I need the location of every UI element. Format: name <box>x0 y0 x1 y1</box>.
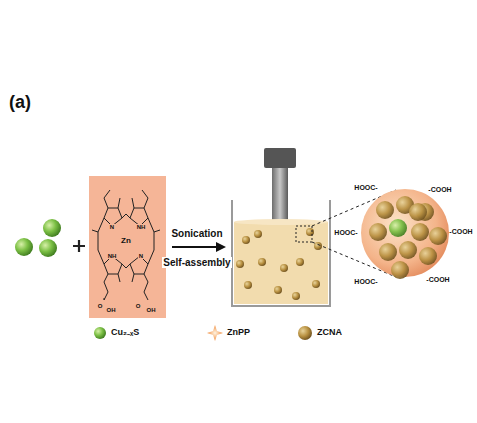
legend-text: ZCNA <box>316 328 343 338</box>
inner-particle <box>399 241 417 259</box>
zoom-box <box>296 226 312 242</box>
plus-sign <box>73 240 85 252</box>
cu2xs-sphere <box>39 239 57 257</box>
zcna-particle <box>292 292 300 300</box>
panel-label: (a) <box>8 93 32 113</box>
legend-sphere <box>298 326 312 340</box>
inner-particle <box>376 201 394 219</box>
carboxyl-label: HOOC- <box>353 184 378 192</box>
zcna-particle <box>280 264 288 272</box>
zcna-particle <box>314 242 322 250</box>
zcna-particle <box>296 258 304 266</box>
inner-particle <box>391 261 409 279</box>
legend-star <box>207 325 223 341</box>
carboxyl-label: HOOC- <box>353 278 378 286</box>
atom-label: O <box>97 303 104 310</box>
sonicator-head <box>264 148 296 168</box>
zcna-particle <box>312 280 320 288</box>
inner-particle <box>379 243 397 261</box>
beaker <box>232 200 330 306</box>
reaction-arrow <box>216 242 226 252</box>
inner-particle <box>411 223 429 241</box>
inner-cu2xs <box>369 196 447 279</box>
inner-particle <box>409 203 427 221</box>
inner-particle <box>369 223 387 241</box>
carboxyl-label: -COOH <box>448 228 473 236</box>
zcna-particle <box>258 258 266 266</box>
zcna-particle <box>306 228 314 236</box>
legend-text: Cu₂₋ₓS <box>110 328 140 338</box>
zcna-particles <box>236 228 322 300</box>
inner-particle <box>389 219 407 237</box>
atom-label: N <box>138 253 144 260</box>
condition-label: Sonication <box>170 228 223 239</box>
carboxyl-label: -COOH <box>425 276 450 284</box>
znpp-background <box>89 176 166 318</box>
condition-label: Self-assembly <box>162 257 231 268</box>
zcna-particle <box>242 236 250 244</box>
znpp-structure <box>92 190 160 300</box>
atom-label: O <box>135 303 142 310</box>
legend-sphere <box>94 327 106 339</box>
cu2xs-sphere <box>15 238 33 256</box>
inner-particle <box>429 227 447 245</box>
atom-label: NH <box>136 224 147 231</box>
zcna-particle <box>274 286 282 294</box>
zcna-particle <box>236 260 244 268</box>
cu2xs-sphere <box>43 219 61 237</box>
atom-label: OH <box>146 307 157 314</box>
zcna-particle <box>244 281 252 289</box>
carboxyl-label: HOOC- <box>333 229 358 237</box>
legend-text: ZnPP <box>226 328 251 338</box>
liquid <box>234 222 328 304</box>
inner-particle <box>419 247 437 265</box>
zcna-particle <box>254 230 262 238</box>
atom-label: Zn <box>120 237 132 246</box>
atom-label: N <box>109 224 115 231</box>
atom-label: OH <box>106 307 117 314</box>
atom-label: NH <box>107 253 118 260</box>
carboxyl-label: -COOH <box>427 186 452 194</box>
